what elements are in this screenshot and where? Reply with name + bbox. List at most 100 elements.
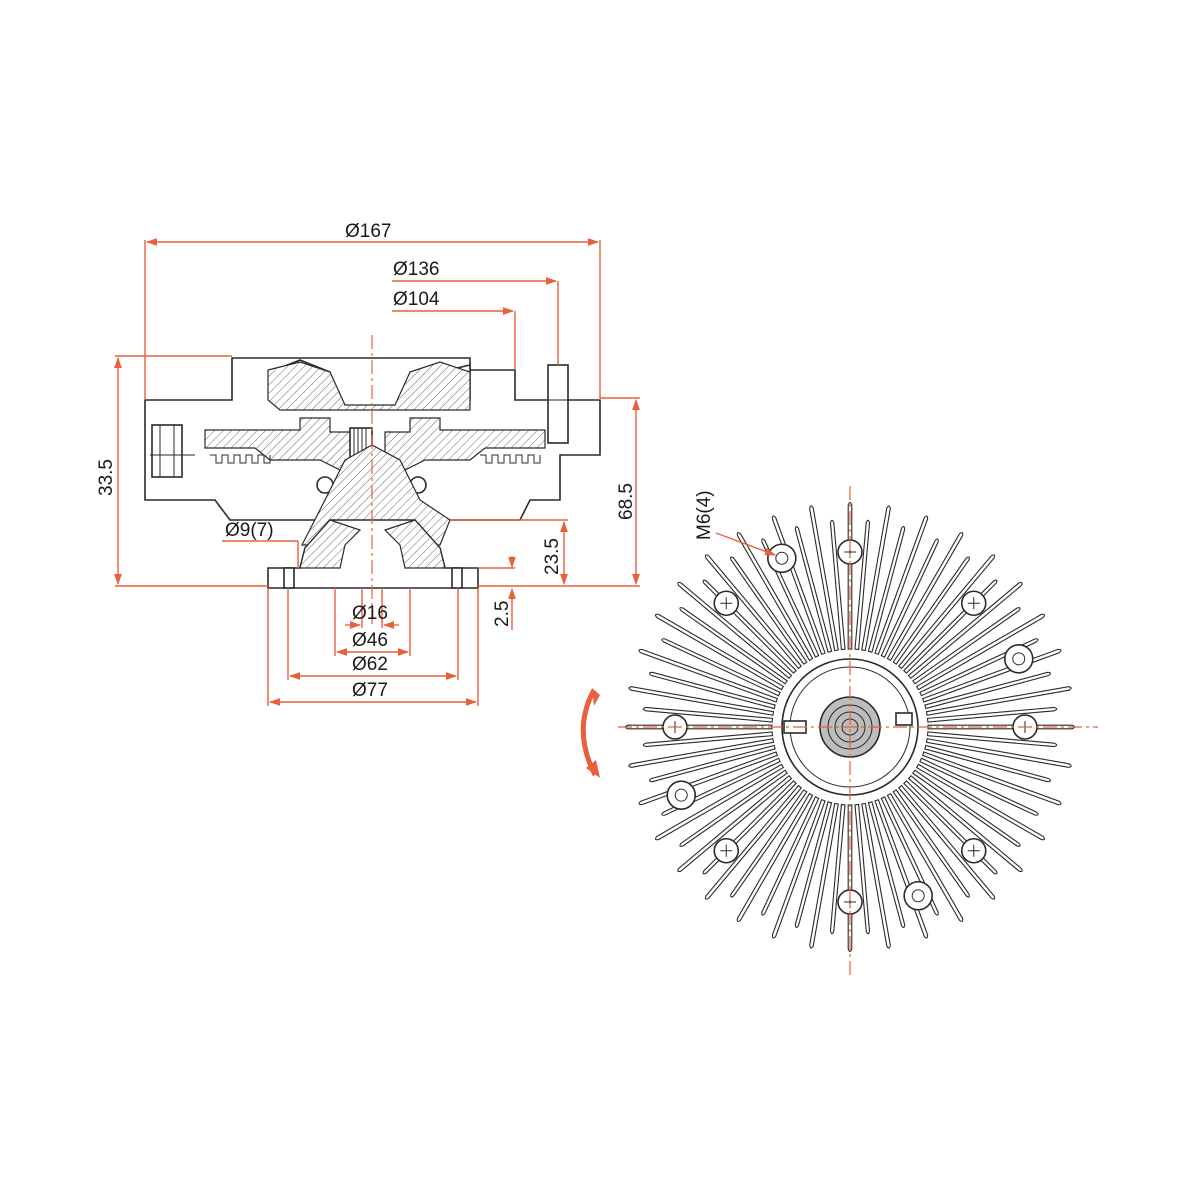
dim-16-label: Ø16: [352, 603, 388, 624]
cooling-fin: [924, 744, 1051, 783]
cooling-fin: [649, 744, 776, 783]
dim-46-label: Ø46: [352, 630, 388, 651]
mounting-hole: [1003, 644, 1034, 674]
dim-167: Ø167: [144, 221, 601, 400]
screw-cross: [967, 844, 980, 857]
thread-callout: M6(4): [694, 490, 777, 556]
cooling-fin: [926, 706, 1058, 723]
cooling-fin: [794, 526, 833, 653]
housing-screws: [662, 539, 1038, 915]
cooling-fin: [677, 774, 793, 873]
side-section-view: Ø167 Ø136 Ø104 33.5 68.5: [96, 221, 640, 706]
dim-46: Ø46: [334, 588, 411, 656]
dim-9-7: Ø9(7): [222, 520, 299, 568]
cooling-fin: [925, 686, 1072, 716]
thread-label: M6(4): [694, 490, 715, 540]
screw-cross: [967, 597, 980, 610]
dim-62: Ø62: [287, 588, 459, 680]
mounting-hole: [666, 780, 697, 810]
dim-104-label: Ø104: [393, 289, 440, 310]
cooling-fin: [654, 613, 785, 691]
cooling-fin: [886, 792, 964, 923]
cooling-fin: [829, 519, 846, 651]
cooling-fin: [628, 738, 775, 768]
mounting-hole: [767, 543, 797, 574]
cooling-fin: [704, 554, 803, 670]
dim-23-5: 23.5: [450, 519, 568, 586]
cooling-fin: [677, 581, 793, 680]
cooling-fin: [638, 648, 779, 703]
dim-62-label: Ø62: [352, 654, 388, 675]
cooling-fin: [794, 801, 833, 928]
cooling-fin: [912, 607, 1021, 685]
mounting-hole: [903, 880, 933, 911]
cooling-fin: [867, 526, 906, 653]
cooling-fin: [809, 802, 839, 949]
cooling-fin: [907, 581, 1023, 680]
cooling-fin: [907, 774, 1023, 873]
cooling-fin: [919, 757, 1039, 816]
cooling-fin: [809, 505, 839, 652]
cooling-fin: [730, 789, 808, 898]
dim-136: Ø136: [392, 259, 559, 365]
cooling-fin: [924, 671, 1051, 710]
cooling-fin: [892, 556, 970, 665]
cooling-fin: [847, 804, 853, 953]
dim-23-5-label: 23.5: [542, 538, 563, 575]
cooling-fin: [736, 792, 814, 923]
dim-2-5: 2.5: [478, 556, 516, 630]
cooling-fin: [921, 751, 1062, 806]
mounting-hole-bore: [911, 889, 925, 903]
cooling-fin: [771, 798, 826, 939]
cooling-fin: [880, 538, 939, 658]
cooling-fin: [874, 515, 929, 656]
cooling-fin: [925, 738, 1072, 768]
dim-16: Ø16: [345, 588, 399, 629]
mounting-hole-bore: [775, 551, 789, 565]
cooling-fin: [642, 706, 774, 723]
cooling-fin: [915, 763, 1046, 841]
dim-77: Ø77: [267, 588, 479, 706]
cooling-fin: [679, 769, 788, 847]
cooling-fin: [861, 505, 891, 652]
cooling-fin: [926, 731, 1058, 748]
cooling-fin: [867, 801, 906, 928]
dim-104: Ø104: [392, 289, 516, 370]
cooling-fin: [730, 556, 808, 665]
dim-9-7-label: Ø9(7): [225, 520, 274, 541]
rotation-arrow-icon: [580, 688, 600, 778]
cooling-fin: [654, 763, 785, 841]
cooling-fin: [679, 607, 788, 685]
cooling-fin: [861, 802, 891, 949]
cooling-fin: [892, 789, 970, 898]
dim-2-5-label: 2.5: [492, 601, 513, 627]
dim-68-5-label: 68.5: [616, 483, 637, 520]
cooling-fin: [661, 638, 781, 697]
dim-77-label: Ø77: [352, 680, 388, 701]
cooling-fin: [915, 613, 1046, 691]
cooling-fin: [649, 671, 776, 710]
cooling-fin: [886, 531, 964, 662]
dim-33-5: 33.5: [96, 355, 268, 587]
cooling-fin: [736, 531, 814, 662]
dim-68-5: 68.5: [478, 397, 640, 587]
cooling-fin: [761, 796, 820, 916]
cooling-fin: [847, 501, 853, 650]
cooling-fin: [704, 784, 803, 900]
dim-167-label: Ø167: [345, 221, 391, 242]
cooling-fin: [897, 784, 996, 900]
cooling-fin: [854, 519, 871, 651]
screw-cross: [720, 844, 733, 857]
dim-136-label: Ø136: [393, 259, 439, 280]
cooling-fins: [624, 501, 1076, 953]
cooling-fin: [642, 731, 774, 748]
mounting-hole-bore: [674, 788, 688, 802]
cooling-fin: [829, 803, 846, 935]
cooling-fin: [854, 803, 871, 935]
cooling-fin: [912, 769, 1021, 847]
mounting-hole-bore: [1012, 652, 1026, 666]
cooling-fin: [897, 554, 996, 670]
screw-cross: [720, 597, 733, 610]
dim-33-5-label: 33.5: [96, 459, 117, 496]
cooling-fin: [628, 686, 775, 716]
